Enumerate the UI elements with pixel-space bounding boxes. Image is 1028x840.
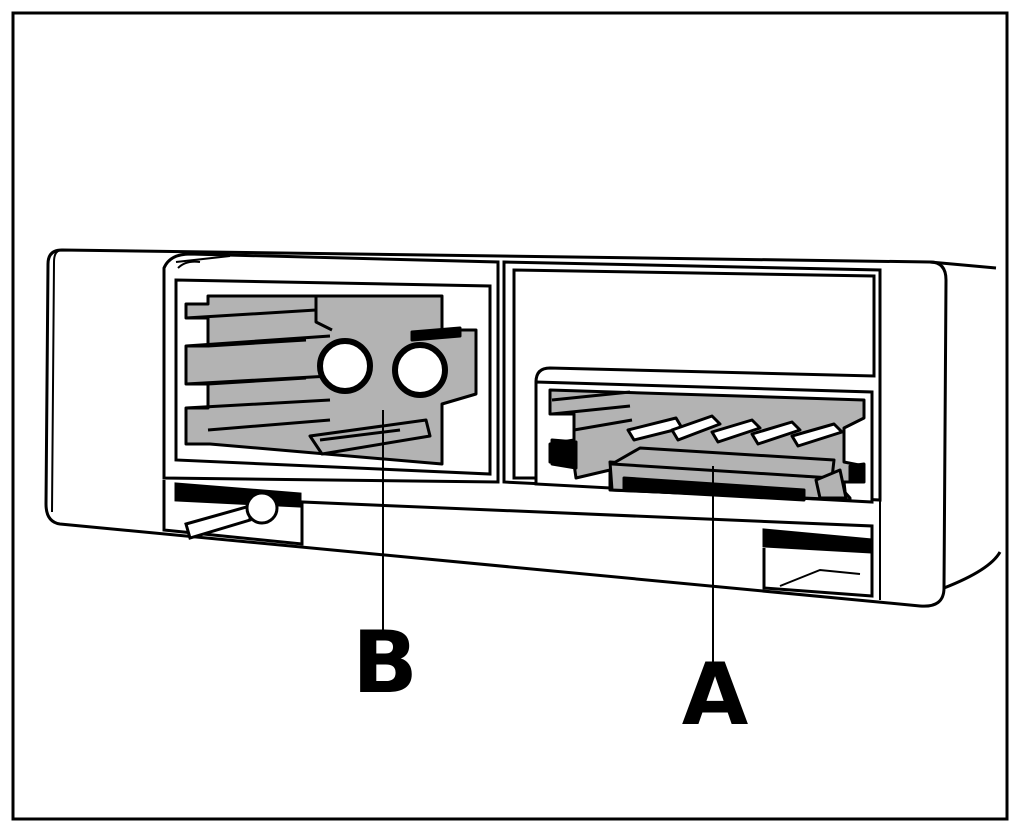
lower-recess <box>162 480 874 598</box>
connector-b <box>184 294 478 466</box>
callout-label-a: A <box>682 645 749 745</box>
callout-label-b: B <box>352 613 418 713</box>
connector-b-pin-1 <box>317 338 373 394</box>
connector-b-pin-2 <box>392 342 448 398</box>
connector-a <box>548 388 866 502</box>
figure-frame <box>11 11 1009 821</box>
